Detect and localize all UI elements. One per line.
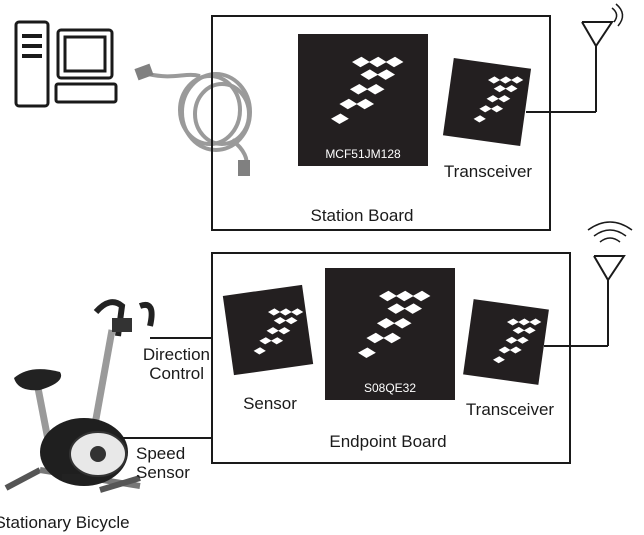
station-board-label: Station Board [310, 206, 413, 225]
endpoint-signal-icon [587, 221, 633, 243]
endpoint-board-label: Endpoint Board [329, 432, 446, 451]
station-transceiver-label: Transceiver [444, 162, 533, 181]
endpoint-mcu-chip [325, 268, 455, 400]
sensor-label: Sensor [243, 394, 297, 413]
sensor-chip [222, 284, 314, 376]
endpoint-transceiver-label: Transceiver [466, 400, 555, 419]
usb-cable-icon [147, 72, 252, 167]
station-mcu-label: MCF51JM128 [325, 147, 401, 161]
endpoint-board [211, 252, 571, 464]
endpoint-mcu-label: S08QE32 [364, 381, 416, 395]
direction-control-label-line1: Direction [143, 345, 210, 364]
speed-sensor-label-line1: Speed [136, 444, 185, 463]
computer-icon [14, 20, 118, 108]
station-board [211, 15, 551, 231]
direction-control-label-line2: Control [149, 364, 204, 383]
stationary-bicycle-icon [4, 299, 155, 493]
station-transceiver-chip [442, 57, 532, 147]
endpoint-antenna-icon [544, 255, 626, 347]
station-signal-icon [611, 3, 624, 27]
usb-plug-icon [134, 63, 250, 176]
station-antenna-icon [526, 21, 614, 113]
endpoint-transceiver-chip [463, 299, 549, 385]
bicycle-label: Stationary Bicycle [0, 513, 130, 532]
station-mcu-chip [298, 34, 428, 166]
speed-sensor-label-line2: Sensor [136, 463, 190, 482]
